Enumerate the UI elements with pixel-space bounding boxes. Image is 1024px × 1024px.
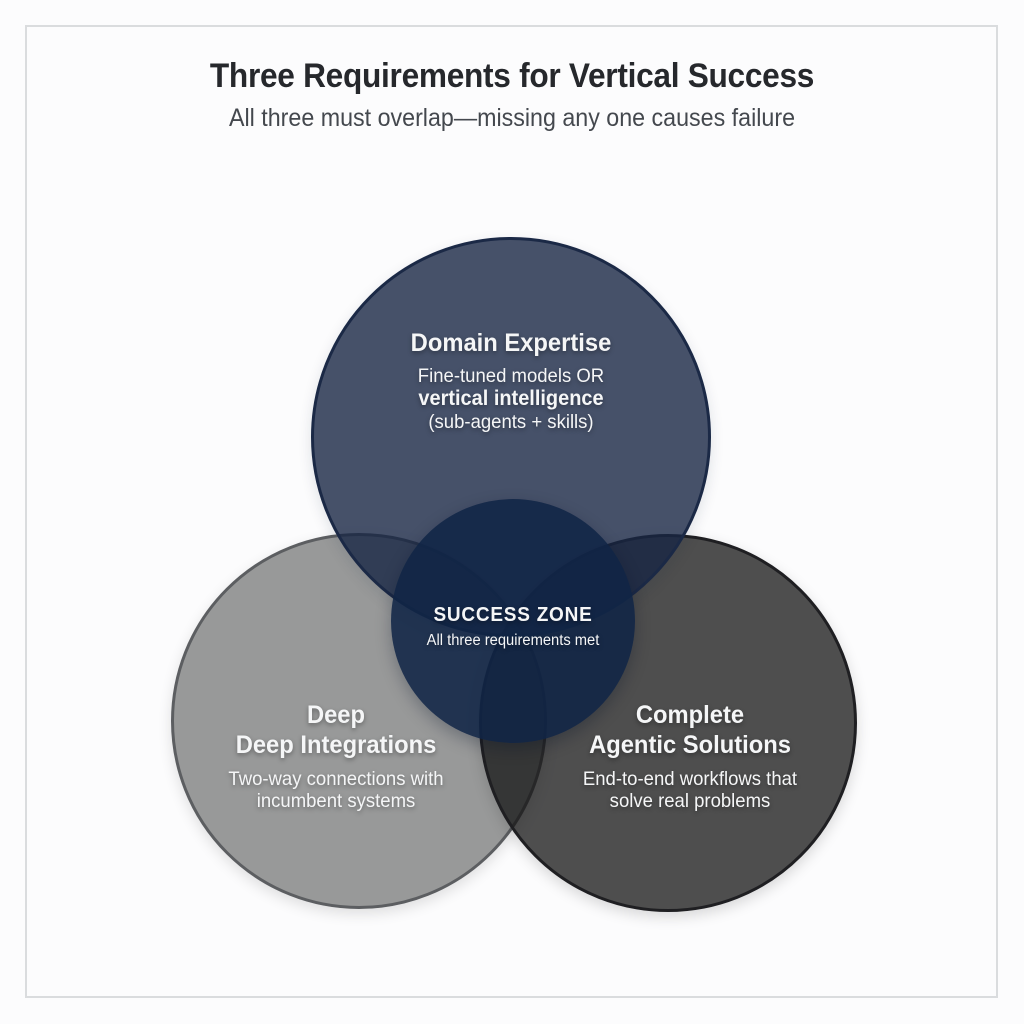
circle-heading: Complete: [635, 701, 745, 729]
circle-subtext: vertical intelligence: [418, 387, 604, 410]
circle-subtext: incumbent systems: [256, 790, 416, 812]
circle-heading: Deep Integrations: [235, 731, 437, 759]
success-zone-label: SUCCESS ZONE All three requirements met: [380, 602, 646, 651]
circle-heading: Domain Expertise: [410, 329, 612, 357]
deep-integrations-label: Deep Deep Integrations Two-way connectio…: [175, 700, 498, 812]
circle-heading: Agentic Solutions: [589, 731, 791, 759]
page-subtitle: All three must overlap—missing any one c…: [228, 104, 796, 132]
domain-expertise-label: Domain Expertise Fine-tuned models OR ve…: [350, 328, 673, 433]
circle-heading: SUCCESS ZONE: [433, 604, 593, 626]
success-zone-circle: [391, 499, 635, 743]
circle-subtext: End-to-end workflows that: [582, 768, 798, 790]
border-frame: [25, 25, 998, 998]
circle-subtext: (sub-agents + skills): [428, 411, 594, 433]
page-title: Three Requirements for Vertical Success: [209, 57, 815, 95]
circle-subtext: solve real problems: [609, 790, 771, 812]
circle-subtext: All three requirements met: [426, 632, 600, 649]
circle-subtext: Fine-tuned models OR: [417, 365, 605, 387]
agentic-solutions-label: Complete Agentic Solutions End-to-end wo…: [529, 700, 852, 812]
circle-heading: Deep: [306, 701, 366, 729]
circle-subtext: Two-way connections with: [228, 768, 444, 790]
